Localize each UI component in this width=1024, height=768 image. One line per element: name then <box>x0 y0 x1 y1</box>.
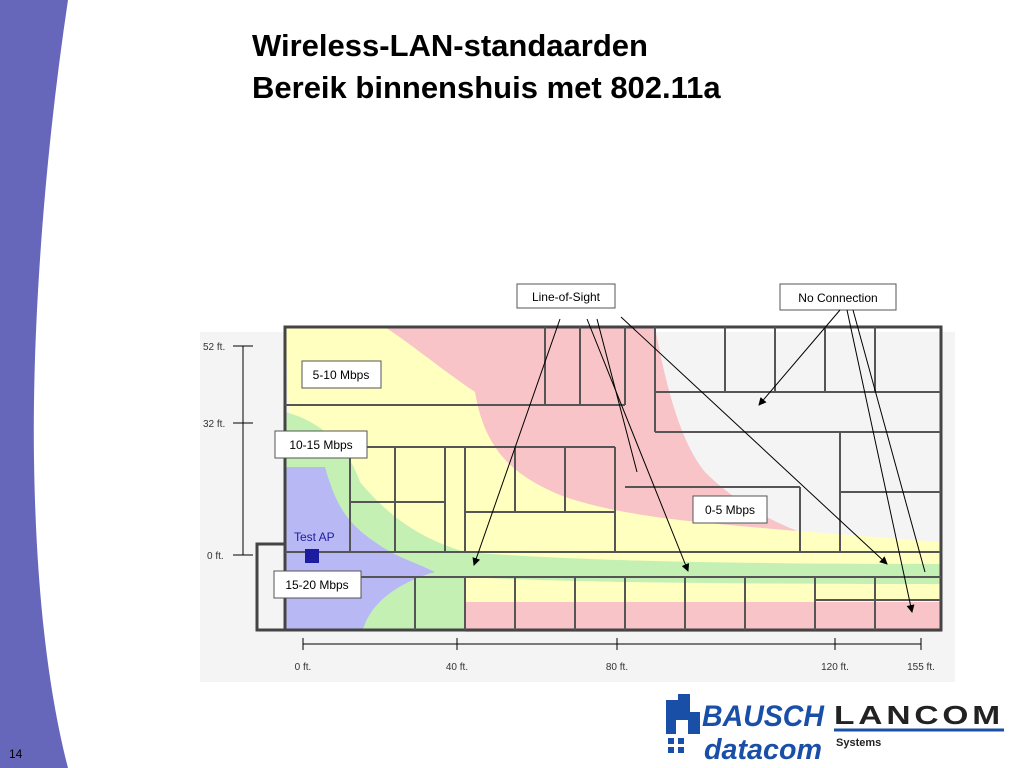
y-label-0ft: 0 ft. <box>207 551 224 562</box>
svg-text:LANCOM: LANCOM <box>834 700 1004 730</box>
zone-label-0-5: 0-5 Mbps <box>692 495 768 524</box>
horizontal-scale <box>302 638 922 650</box>
test-ap-label: Test AP <box>294 530 335 544</box>
svg-text:datacom: datacom <box>704 734 822 762</box>
bausch-datacom-logo: BAUSCH datacom <box>666 694 825 762</box>
svg-text:10-15 Mbps: 10-15 Mbps <box>289 438 352 452</box>
zone-label-10-15: 10-15 Mbps <box>274 430 368 459</box>
svg-text:No Connection: No Connection <box>798 291 877 305</box>
svg-text:0-5 Mbps: 0-5 Mbps <box>705 503 755 517</box>
test-ap-marker <box>305 549 319 563</box>
x-label-80ft: 80 ft. <box>606 662 628 673</box>
lancom-systems-logo: LANCOM Systems <box>834 700 1004 749</box>
vertical-scale <box>233 345 253 556</box>
no-connection-arrows <box>758 309 926 613</box>
slide-title-line-2: Bereik binnenshuis met 802.11a <box>252 70 721 105</box>
svg-text:15-20 Mbps: 15-20 Mbps <box>285 578 348 592</box>
callout-line-of-sight: Line-of-Sight <box>516 283 616 309</box>
slide-decoration-band <box>0 0 68 768</box>
zone-label-5-10: 5-10 Mbps <box>301 360 382 389</box>
callout-no-connection: No Connection <box>779 283 897 311</box>
svg-text:BAUSCH: BAUSCH <box>702 700 825 733</box>
y-label-52ft: 52 ft. <box>203 342 225 353</box>
zone-5-10-mbps <box>285 327 941 602</box>
slide-number: 14 <box>9 747 23 761</box>
svg-text:Systems: Systems <box>836 737 881 749</box>
x-label-40ft: 40 ft. <box>446 662 468 673</box>
coverage-floor-plan: 52 ft. 32 ft. 0 ft. 0 ft. 40 ft. 80 ft. … <box>200 283 955 682</box>
x-label-120ft: 120 ft. <box>821 662 849 673</box>
zone-10-15-mbps <box>285 412 941 630</box>
svg-text:Line-of-Sight: Line-of-Sight <box>532 290 601 304</box>
line-of-sight-arrows <box>472 316 888 572</box>
slide-title-line-1: Wireless-LAN-standaarden <box>252 28 648 63</box>
x-label-0ft: 0 ft. <box>295 662 312 673</box>
zone-label-15-20: 15-20 Mbps <box>273 570 362 599</box>
y-label-32ft: 32 ft. <box>203 419 225 430</box>
x-label-155ft: 155 ft. <box>907 662 935 673</box>
svg-text:5-10 Mbps: 5-10 Mbps <box>313 368 370 382</box>
